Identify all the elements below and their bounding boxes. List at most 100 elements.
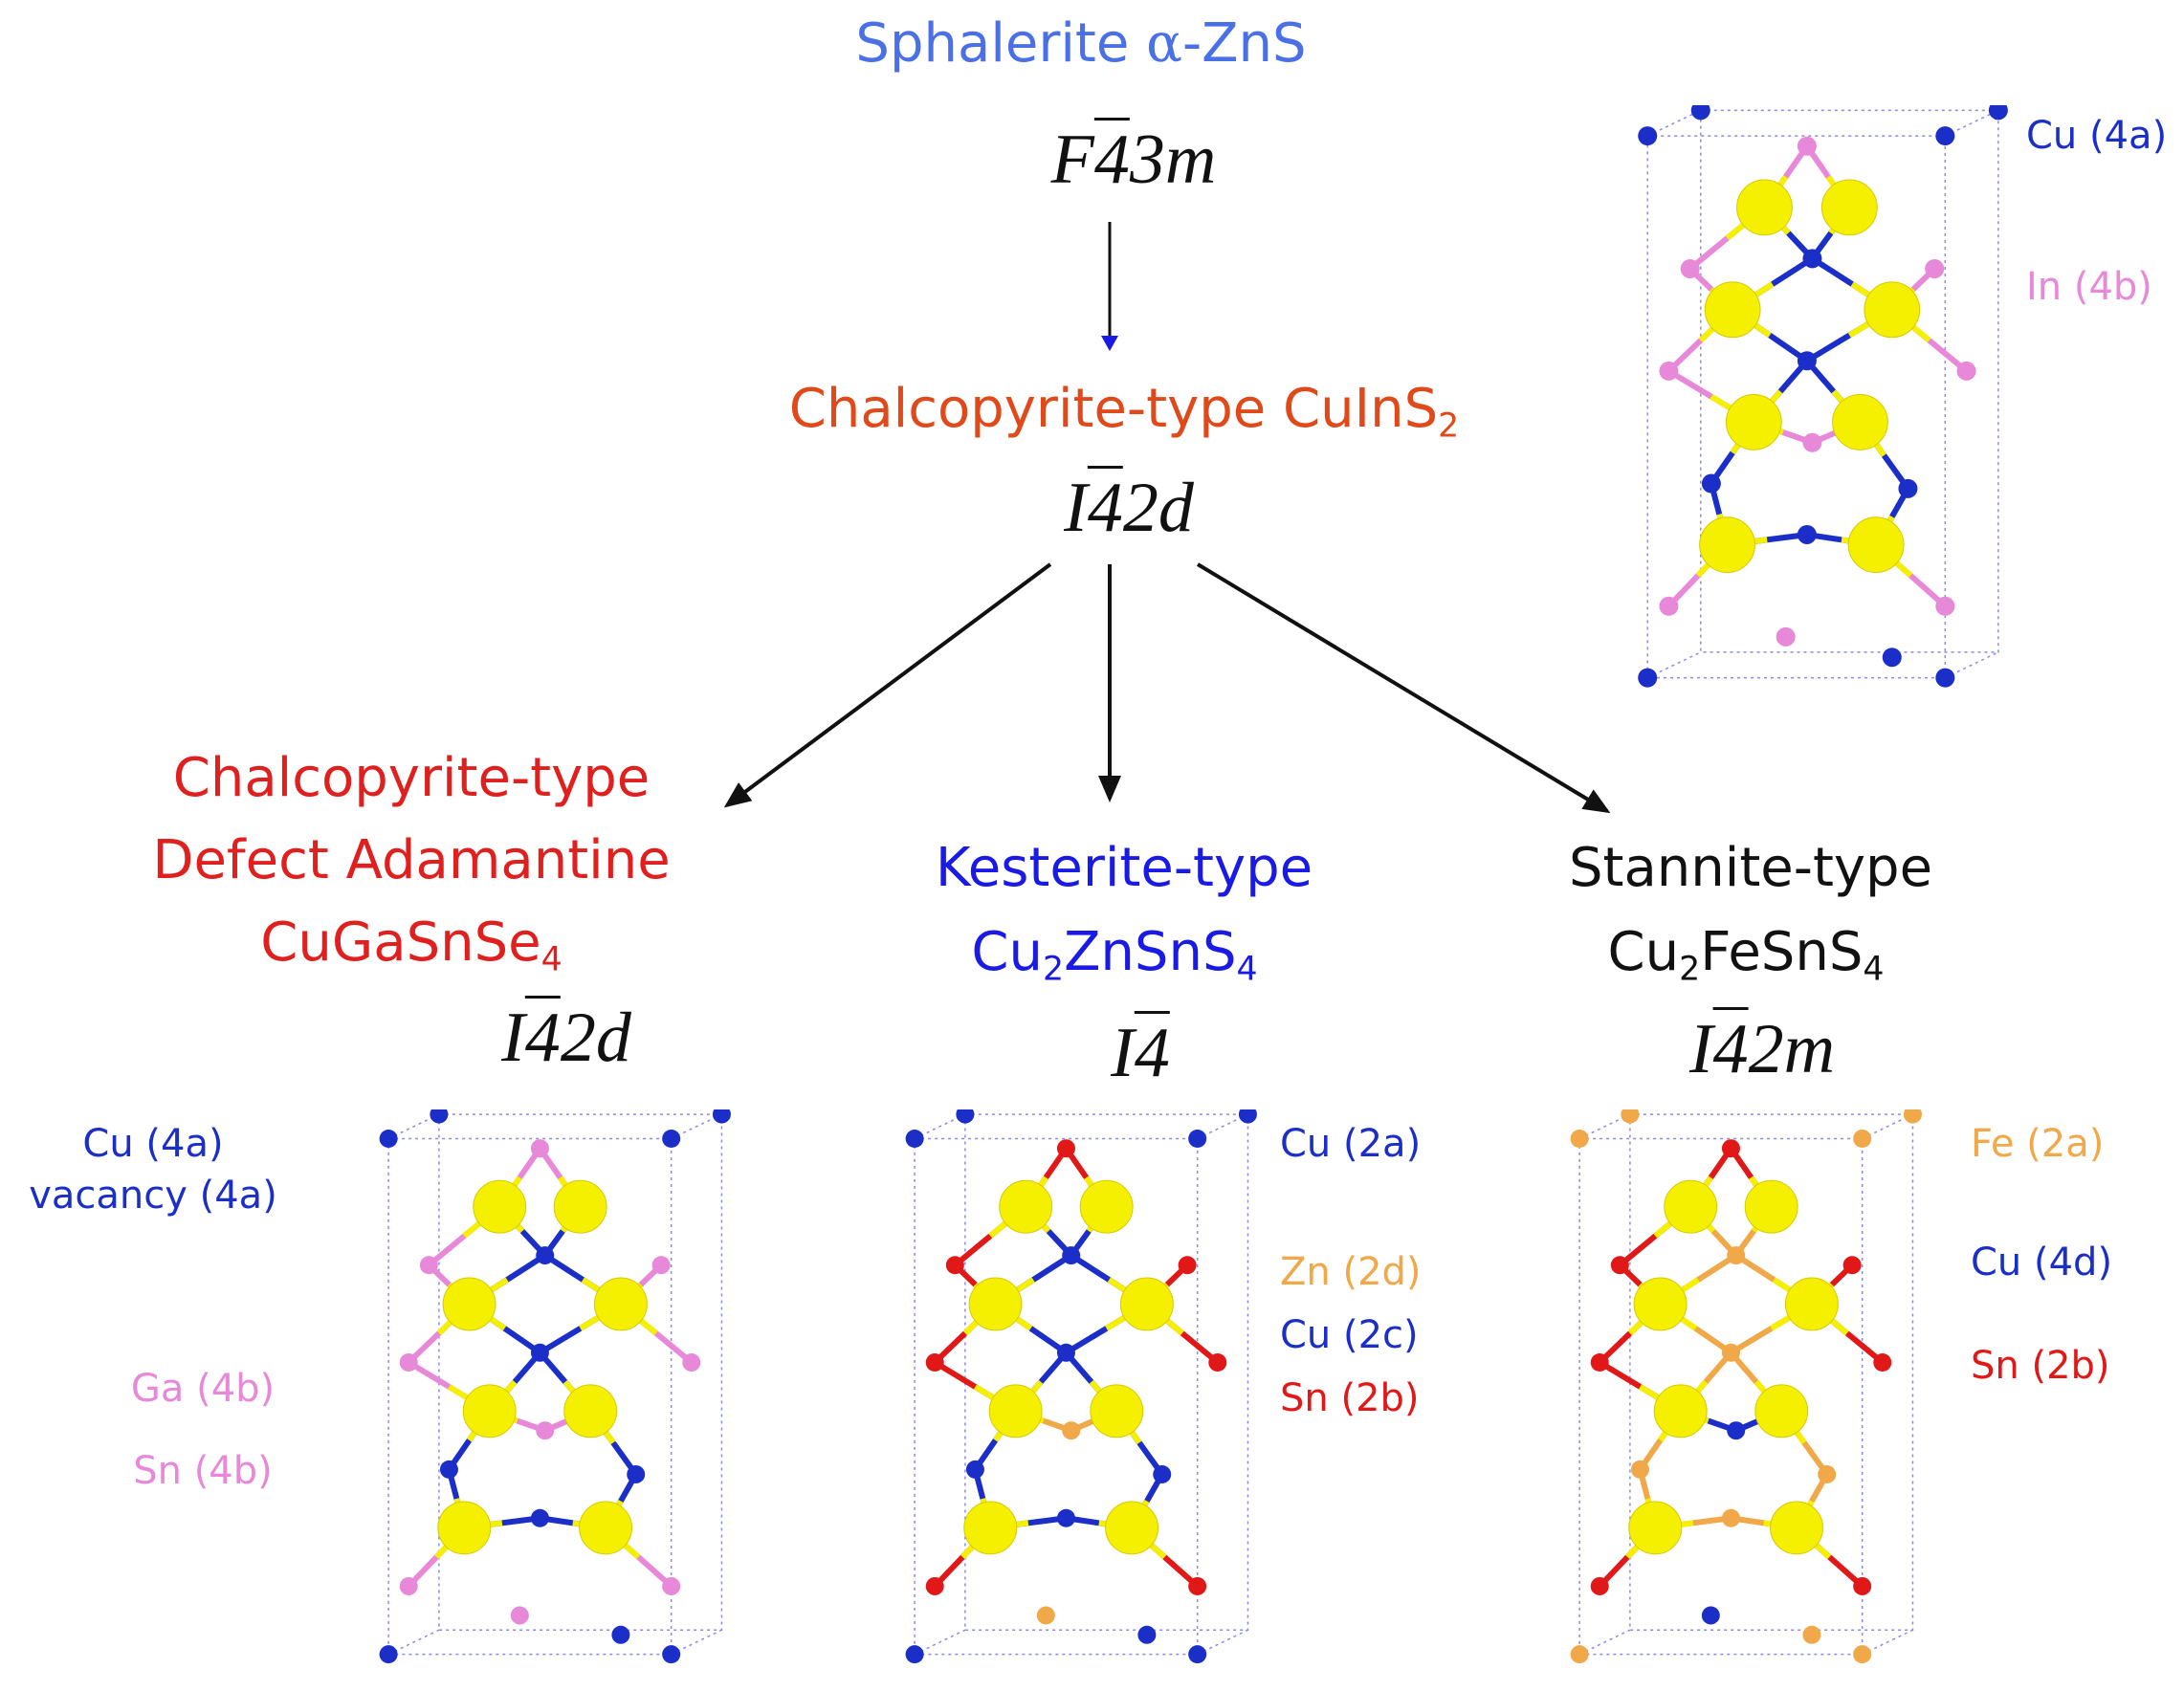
cation-atom — [379, 1645, 398, 1664]
cation-atom — [1701, 1606, 1720, 1625]
sulfur-atom — [1653, 1384, 1708, 1438]
cation-atom — [1659, 361, 1679, 381]
cation-atom — [1797, 136, 1817, 156]
cation-atom — [1036, 1606, 1055, 1625]
cation-atom — [1153, 1464, 1172, 1483]
stannite-space-group: I42m — [1688, 1010, 1836, 1088]
defect-adamantine-line1: Chalcopyrite-type — [172, 747, 651, 809]
cation-atom — [399, 1576, 418, 1595]
crystal-structure-cuins2 — [1638, 105, 2008, 688]
label-cu-2c: Cu (2c) — [1280, 1313, 1419, 1357]
sulfur-atom — [553, 1179, 607, 1234]
cation-atom — [905, 1130, 924, 1149]
cation-atom — [1638, 126, 1658, 146]
sulfur-atom — [1704, 281, 1761, 339]
cell-edge — [1945, 651, 1999, 679]
sulfur-atom — [1079, 1179, 1134, 1234]
sulfur-atom — [437, 1501, 492, 1555]
cation-atom — [536, 1246, 555, 1265]
cell-edge — [1578, 1629, 1631, 1656]
sulfur-atom — [1725, 393, 1782, 450]
cell-edge — [387, 1629, 440, 1656]
sphalerite-title: Sphalerite α-ZnS — [855, 12, 1307, 75]
sulfur-atom — [1847, 516, 1905, 574]
cation-atom — [1935, 668, 1955, 688]
cation-atom — [1570, 1130, 1589, 1149]
cation-atom — [1188, 1130, 1207, 1149]
cation-atom — [1638, 668, 1658, 688]
cation-atom — [1988, 105, 2008, 121]
cation-atom — [651, 1256, 671, 1275]
cation-atom — [1188, 1645, 1207, 1664]
sulfur-atom — [1736, 179, 1793, 236]
sulfur-atom — [1664, 1179, 1718, 1234]
sulfur-atom — [988, 1384, 1043, 1438]
cell-edge — [1578, 1113, 1631, 1140]
sulfur-atom — [1832, 393, 1888, 450]
cell-edge — [1197, 1113, 1248, 1140]
cation-atom — [1818, 1464, 1837, 1483]
cation-atom — [965, 1460, 984, 1479]
cation-atom — [536, 1421, 555, 1440]
cation-atom — [1208, 1352, 1227, 1372]
label-cu-4a-top: Cu (4a) — [2026, 114, 2168, 158]
crystal-structure-cu2fesns4 — [1570, 1109, 1922, 1664]
cation-atom — [1590, 1352, 1609, 1372]
cation-atom — [1659, 596, 1679, 616]
label-sn-2b-right: Sn (2b) — [1971, 1344, 2110, 1388]
sulfur-atom — [462, 1384, 517, 1438]
sulfur-atom — [1784, 1277, 1839, 1331]
cation-atom — [1853, 1576, 1872, 1595]
cation-atom — [1727, 1421, 1746, 1440]
cation-atom — [1238, 1109, 1257, 1124]
chalcopyrite-space-group: I42d — [1064, 469, 1194, 547]
cation-atom — [1680, 259, 1700, 279]
cation-atom — [1056, 1508, 1075, 1527]
cation-atom — [1721, 1508, 1740, 1527]
label-vacancy-4a: vacancy (4a) — [29, 1174, 277, 1218]
sulfur-atom — [1744, 1179, 1798, 1234]
sulfur-atom — [1864, 281, 1921, 339]
cation-atom — [530, 1508, 549, 1527]
cation-atom — [530, 1343, 549, 1362]
label-zn-2d: Zn (2d) — [1280, 1250, 1422, 1294]
cation-atom — [1727, 1246, 1746, 1265]
cation-atom — [510, 1606, 529, 1625]
sulfur-atom — [473, 1179, 527, 1234]
cation-atom — [1802, 1625, 1821, 1644]
cation-atom — [1797, 524, 1817, 544]
cation-atom — [439, 1460, 458, 1479]
cation-atom — [1842, 1256, 1862, 1275]
chalcopyrite-title: Chalcopyrite-type CuInS2 — [788, 378, 1460, 446]
label-cu-4a-left: Cu (4a) — [82, 1122, 224, 1166]
cell-edge — [1646, 651, 1702, 679]
stannite-formula: Cu2FeSnS4 — [1607, 921, 1885, 989]
cation-atom — [1062, 1246, 1081, 1265]
cation-atom — [956, 1109, 975, 1124]
label-sn-4b: Sn (4b) — [133, 1449, 273, 1493]
cation-atom — [611, 1625, 630, 1644]
cell-edge — [671, 1629, 722, 1656]
sulfur-atom — [1820, 179, 1878, 236]
cation-atom — [945, 1256, 964, 1275]
cation-atom — [1935, 596, 1955, 616]
cation-atom — [905, 1645, 924, 1664]
sphalerite-space-group: F43m — [1050, 121, 1217, 199]
kesterite-line1: Kesterite-type — [935, 837, 1313, 899]
cation-atom — [1721, 1139, 1740, 1158]
defect-adamantine-line2: Defect Adamantine — [152, 829, 671, 891]
cell-front-face — [914, 1137, 1199, 1656]
cation-atom — [682, 1352, 701, 1372]
cation-atom — [1630, 1460, 1649, 1479]
cation-atom — [662, 1645, 681, 1664]
cation-atom — [1935, 126, 1955, 146]
cation-atom — [1137, 1625, 1157, 1644]
crystal-structure-cu2znsns4 — [905, 1109, 1257, 1664]
cation-atom — [1721, 1343, 1740, 1362]
cation-atom — [379, 1130, 398, 1149]
sulfur-atom — [1699, 516, 1755, 574]
cation-atom — [1956, 361, 1976, 381]
cell-front-face — [1646, 135, 1947, 679]
cation-atom — [662, 1130, 681, 1149]
